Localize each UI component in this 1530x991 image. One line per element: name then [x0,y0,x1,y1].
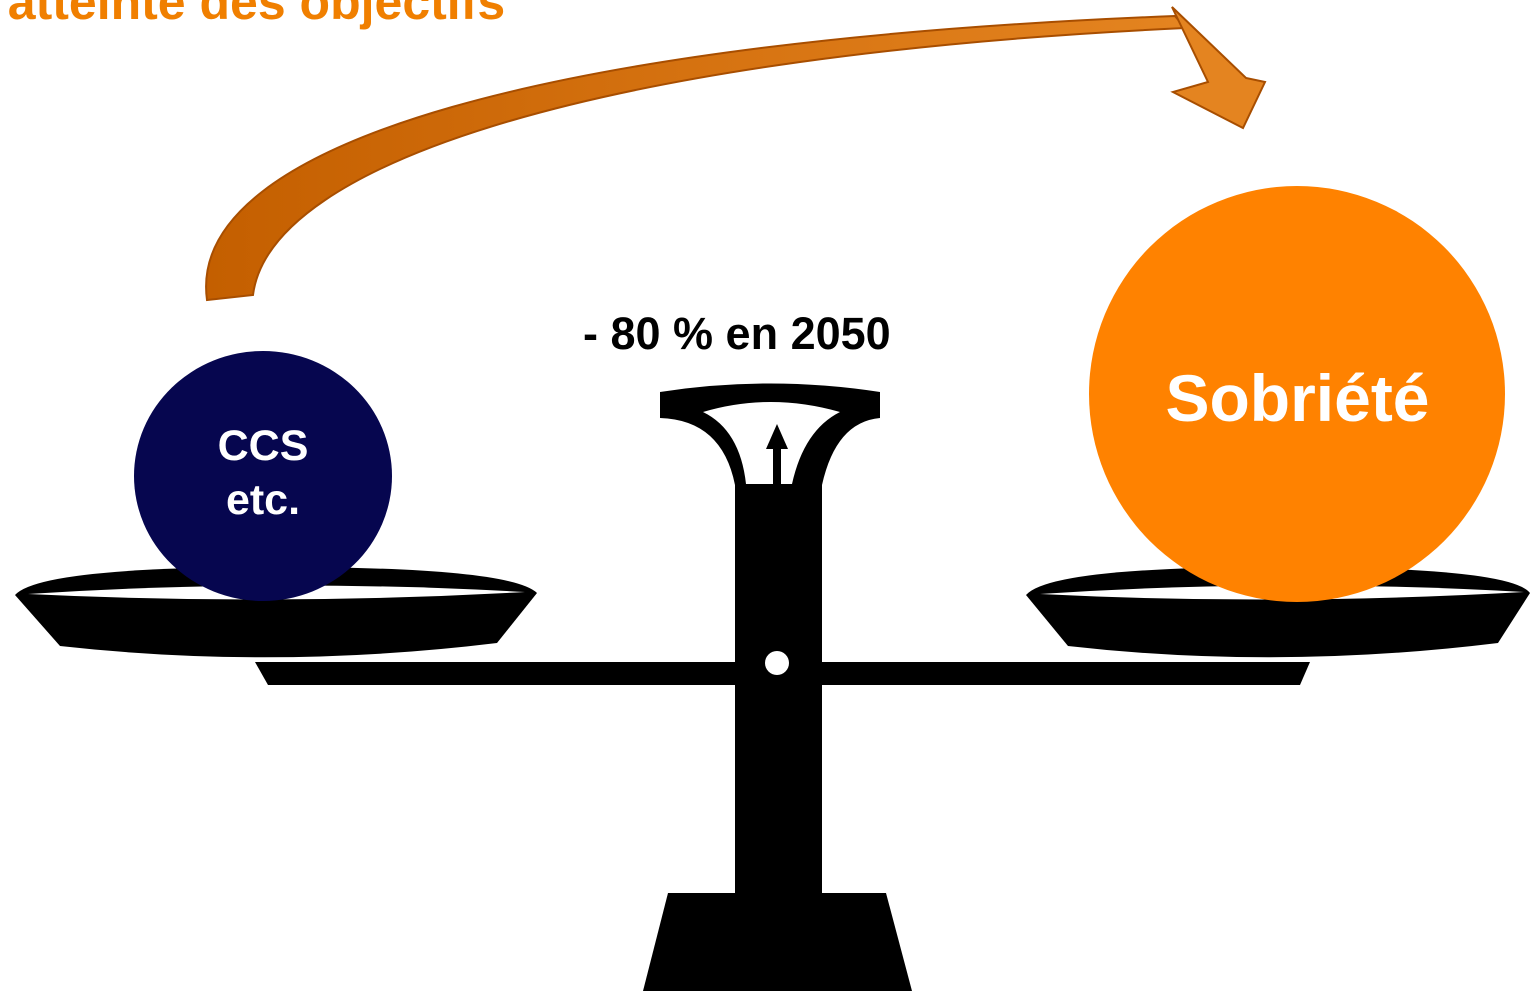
scale-pointer-arrow-icon [766,424,788,449]
right-weight-label: Sobriété [1165,361,1430,435]
scale-pivot [765,651,789,675]
scale-base [643,893,912,991]
right-weight-circle [1089,186,1505,602]
scale-pointer-shaft [773,446,781,486]
left-weight-line-1: CCS [217,422,309,470]
curved-arrow-body [205,14,1188,302]
target-label: - 80 % en 2050 [583,308,891,359]
left-weight-circle [134,351,392,601]
curved-arrow [205,6,1267,302]
slide-title: l'atteinte des objectifs [0,0,506,30]
curved-arrow-head-icon [1170,6,1267,130]
left-weight-line-2: etc. [225,475,301,524]
left-weight-label: CCS etc. [134,420,392,528]
